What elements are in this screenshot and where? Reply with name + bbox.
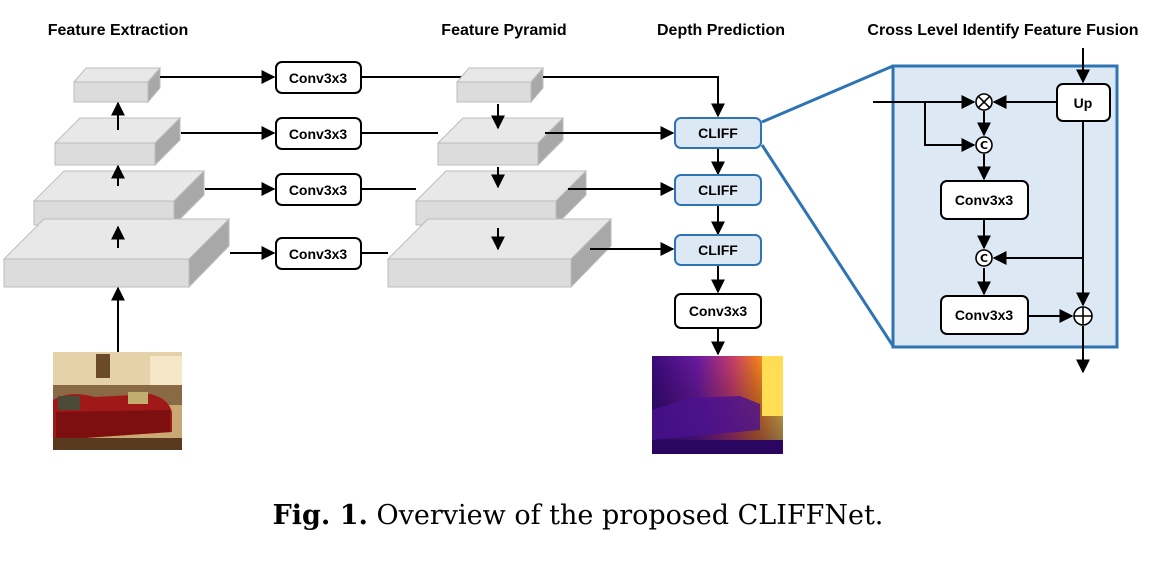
svg-text:CLIFF: CLIFF: [698, 242, 738, 258]
header-depth-prediction: Depth Prediction: [657, 22, 785, 39]
conv-block-level-1: Conv3x3: [275, 237, 362, 270]
svg-text:Up: Up: [1074, 95, 1093, 111]
feature-pyramid-level-2: [414, 169, 588, 227]
figure-caption: Fig. 1. Overview of the proposed CLIFFNe…: [0, 500, 1156, 531]
feature-pyramid-level-1: [386, 217, 613, 289]
header-cliff-module: Cross Level Identify Feature Fusion: [867, 22, 1138, 39]
cliff-block-1: CLIFF: [674, 117, 762, 149]
up-block: Up: [1056, 83, 1111, 122]
feature-extraction-level-1: [2, 217, 231, 289]
svg-text:Conv3x3: Conv3x3: [955, 192, 1014, 208]
svg-text:C: C: [980, 252, 988, 265]
conv-block-level-2: Conv3x3: [275, 173, 362, 206]
svg-text:Conv3x3: Conv3x3: [689, 303, 748, 319]
cliff-panel-flow: [873, 48, 1090, 374]
cliff-conv-block-2: Conv3x3: [940, 295, 1029, 335]
multiply-operator: [975, 93, 993, 111]
feature-extraction-level-3: [53, 116, 182, 167]
extraction-lateral-arrows: [160, 70, 276, 260]
conv-to-pyramid-lines: [362, 76, 475, 254]
header-feature-extraction: Feature Extraction: [48, 22, 188, 39]
header-feature-pyramid: Feature Pyramid: [441, 22, 566, 39]
feature-extraction-level-4: [72, 66, 162, 104]
svg-text:CLIFF: CLIFF: [698, 125, 738, 141]
conv-block-level-4: Conv3x3: [275, 61, 362, 94]
figure-caption-text: Overview of the proposed CLIFFNet.: [376, 500, 884, 531]
svg-text:C: C: [980, 139, 988, 152]
concat-operator-2: C: [975, 249, 993, 267]
cliff-block-2: CLIFF: [674, 174, 762, 206]
svg-text:Conv3x3: Conv3x3: [289, 126, 348, 142]
input-rgb-image: [53, 352, 182, 450]
cliff-block-3: CLIFF: [674, 234, 762, 266]
svg-text:Conv3x3: Conv3x3: [955, 307, 1014, 323]
svg-text:Conv3x3: Conv3x3: [289, 182, 348, 198]
conv-block-level-3: Conv3x3: [275, 117, 362, 150]
feature-pyramid-level-4: [455, 66, 545, 104]
output-depth-map: [652, 356, 783, 454]
zoom-connector: [760, 64, 895, 347]
feature-pyramid-level-3: [436, 116, 565, 167]
conv-block-output: Conv3x3: [674, 293, 762, 329]
add-operator: [1073, 306, 1093, 326]
svg-text:Conv3x3: Conv3x3: [289, 70, 348, 86]
figure-label: Fig. 1.: [272, 500, 368, 531]
svg-text:CLIFF: CLIFF: [698, 182, 738, 198]
pyramid-to-cliff-arrows: [543, 76, 725, 356]
cliff-conv-block-1: Conv3x3: [940, 180, 1029, 220]
svg-text:Conv3x3: Conv3x3: [289, 246, 348, 262]
concat-operator-1: C: [975, 136, 993, 154]
